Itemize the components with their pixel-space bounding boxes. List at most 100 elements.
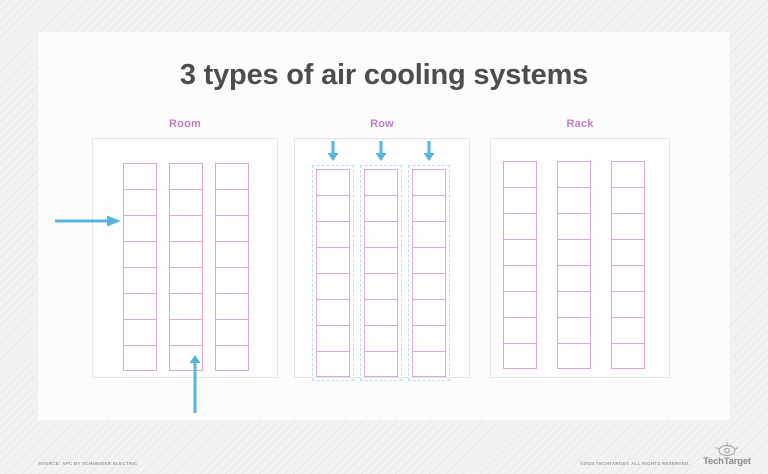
row-containment-3: [408, 165, 450, 381]
room-supply-arrow-left-icon: [55, 215, 121, 227]
rack-rack-2: [557, 161, 591, 369]
rack-unit: [169, 215, 203, 241]
rack-unit: [215, 241, 249, 267]
rack-unit: [123, 267, 157, 293]
rack-unit: [557, 213, 591, 239]
techtarget-eye-icon: [694, 442, 760, 457]
rack-unit: [503, 343, 537, 369]
panel-label-rack: Rack: [566, 118, 594, 130]
rack-unit: [412, 299, 446, 325]
panel-room: Room: [55, 118, 278, 413]
row-supply-arrow-1-icon: [327, 141, 339, 161]
room-enclosure: [55, 138, 278, 413]
rack-rack-1: [503, 161, 537, 369]
rack-unit: [412, 273, 446, 299]
rack-unit: [316, 195, 350, 221]
room-rack-2: [169, 163, 203, 371]
rack-unit: [123, 345, 157, 371]
rack-unit: [169, 319, 203, 345]
rack-unit: [316, 169, 350, 195]
rack-unit: [169, 189, 203, 215]
rack-unit: [503, 213, 537, 239]
rack-group-1: [503, 161, 537, 369]
room-rack-1: [123, 163, 157, 371]
rack-unit: [169, 267, 203, 293]
room-rack-3: [215, 163, 249, 371]
rack-unit: [123, 189, 157, 215]
rack-unit: [316, 325, 350, 351]
rack-unit: [611, 291, 645, 317]
row-rack-3: [412, 169, 446, 377]
techtarget-wordmark: TechTarget: [703, 456, 751, 467]
rack-unit: [123, 319, 157, 345]
techtarget-logo: TechTarget: [694, 442, 760, 467]
rack-unit: [215, 345, 249, 371]
rack-unit: [611, 343, 645, 369]
row-enclosure: [294, 138, 470, 381]
rack-unit: [557, 343, 591, 369]
rack-unit: [169, 241, 203, 267]
rack-unit: [611, 213, 645, 239]
rack-unit: [215, 189, 249, 215]
rack-unit: [215, 293, 249, 319]
row-containment-1: [312, 165, 354, 381]
rack-unit: [364, 325, 398, 351]
rack-unit: [364, 169, 398, 195]
rack-unit: [364, 195, 398, 221]
rack-unit: [316, 351, 350, 377]
rack-unit: [169, 345, 203, 371]
copyright-notice: ©2024 TECHTARGET. ALL RIGHTS RESERVED.: [580, 461, 690, 466]
rack-unit: [412, 325, 446, 351]
room-supply-arrow-bottom-icon: [189, 355, 201, 413]
rack-unit: [412, 169, 446, 195]
rack-enclosure: [490, 138, 670, 378]
rack-unit: [123, 293, 157, 319]
rack-group-2: [557, 161, 591, 369]
rack-unit: [503, 317, 537, 343]
rack-unit: [215, 319, 249, 345]
rack-unit: [316, 247, 350, 273]
row-supply-arrow-2-icon: [375, 141, 387, 161]
rack-unit: [316, 299, 350, 325]
rack-unit: [557, 291, 591, 317]
panel-label-room: Room: [169, 118, 201, 130]
rack-unit: [123, 163, 157, 189]
rack-unit: [123, 241, 157, 267]
rack-unit: [611, 265, 645, 291]
panel-row: Row: [294, 118, 470, 381]
content-card: 3 types of air cooling systems Room: [38, 32, 730, 420]
diagram-panels: Room: [38, 118, 730, 413]
panel-rack: Rack: [490, 118, 670, 378]
rack-unit: [611, 317, 645, 343]
row-supply-arrow-3-icon: [423, 141, 435, 161]
rack-unit: [503, 239, 537, 265]
rack-rack-3: [611, 161, 645, 369]
rack-unit: [364, 273, 398, 299]
rack-unit: [316, 273, 350, 299]
row-rack-1: [316, 169, 350, 377]
rack-unit: [557, 239, 591, 265]
row-rack-2: [364, 169, 398, 377]
rack-unit: [215, 267, 249, 293]
rack-unit: [215, 215, 249, 241]
rack-unit: [611, 239, 645, 265]
rack-unit: [412, 221, 446, 247]
row-containment-2: [360, 165, 402, 381]
rack-unit: [611, 161, 645, 187]
rack-unit: [364, 221, 398, 247]
rack-unit: [503, 291, 537, 317]
rack-unit: [215, 163, 249, 189]
rack-unit: [412, 247, 446, 273]
rack-unit: [503, 187, 537, 213]
rack-unit: [503, 265, 537, 291]
page-title: 3 types of air cooling systems: [179, 59, 589, 91]
rack-unit: [364, 299, 398, 325]
rack-unit: [557, 161, 591, 187]
rack-unit: [557, 317, 591, 343]
rack-unit: [557, 265, 591, 291]
rack-unit: [364, 247, 398, 273]
rack-group-3: [611, 161, 645, 369]
rack-unit: [503, 161, 537, 187]
rack-unit: [169, 163, 203, 189]
rack-unit: [364, 351, 398, 377]
